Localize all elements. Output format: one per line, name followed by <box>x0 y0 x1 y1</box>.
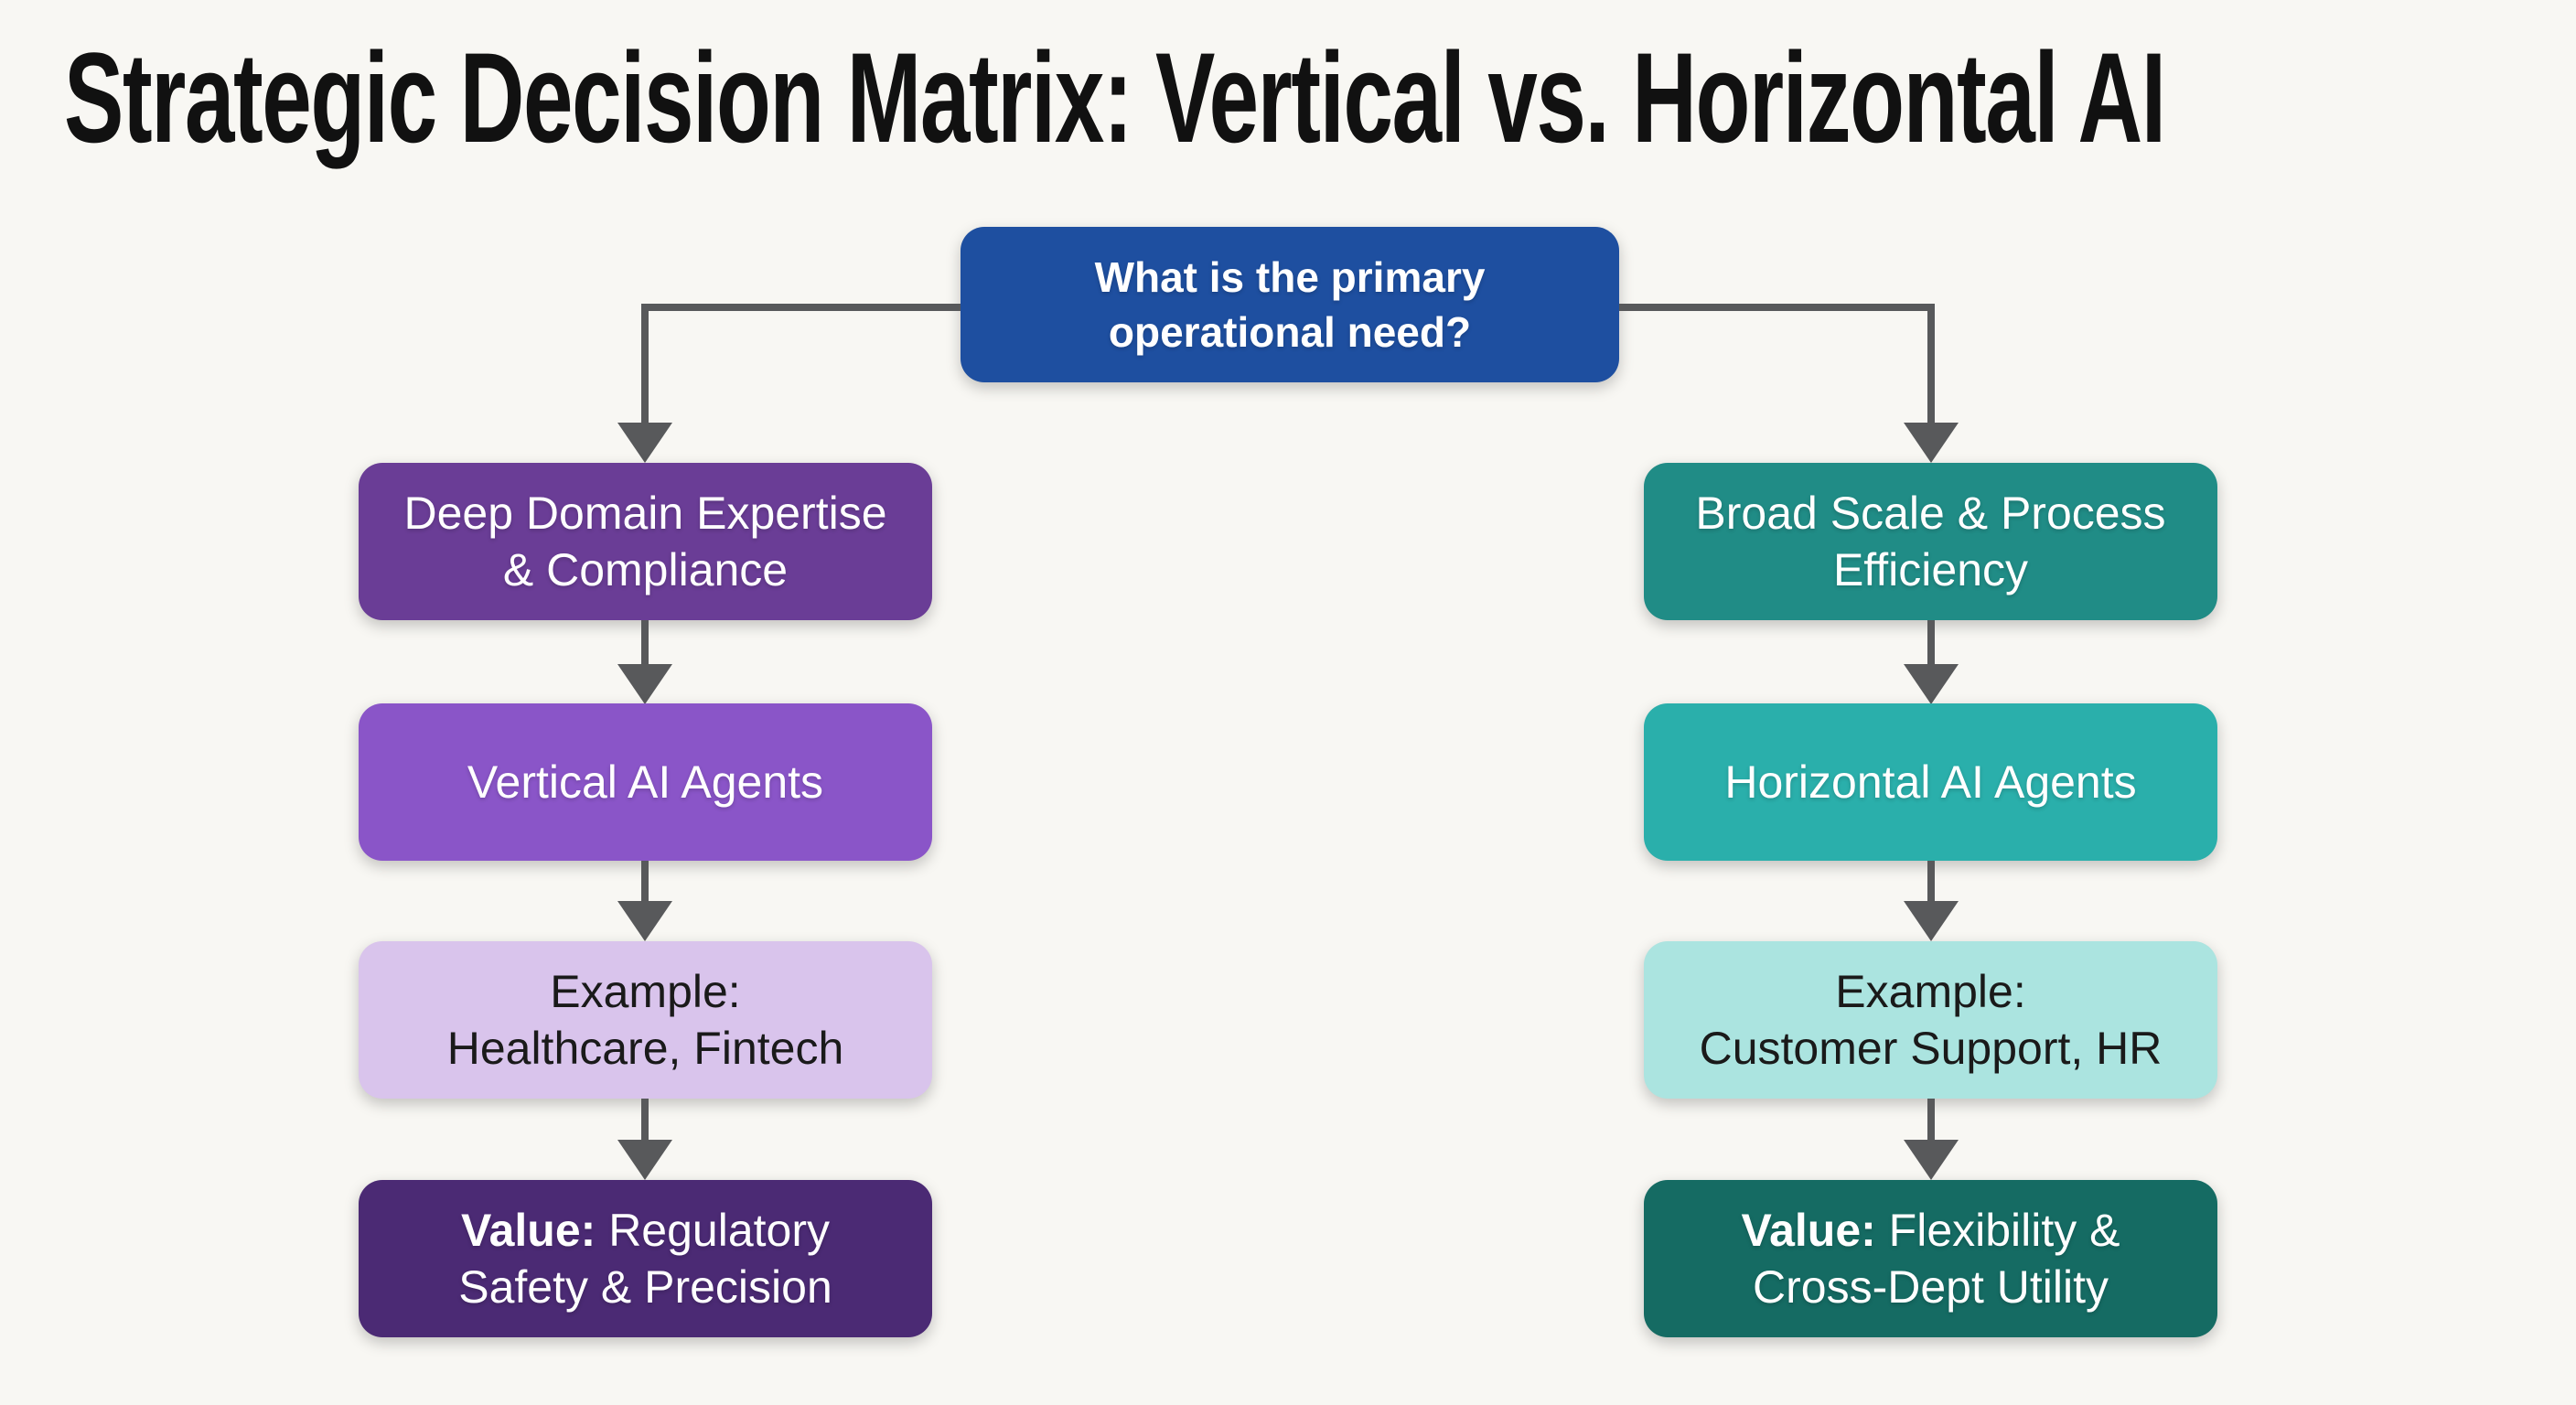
connector-left-2-3 <box>641 861 649 903</box>
arrowhead-left-1-2 <box>617 664 672 704</box>
arrowhead-right-1-2 <box>1904 664 1959 704</box>
connector-root-to-right-horizontal <box>1619 304 1931 311</box>
connector-left-1-2 <box>641 620 649 666</box>
left-agent-node: Vertical AI Agents <box>359 703 932 861</box>
right-example-node: Example: Customer Support, HR <box>1644 941 2217 1099</box>
connector-root-to-left-vertical <box>641 304 649 424</box>
page-title: Strategic Decision Matrix: Vertical vs. … <box>64 26 2166 169</box>
right-value-label: Value: Flexibility & Cross-Dept Utility <box>1741 1205 2120 1313</box>
left-need-node: Deep Domain Expertise & Compliance <box>359 463 932 620</box>
arrowhead-left-3-4 <box>617 1140 672 1180</box>
right-need-node: Broad Scale & Process Efficiency <box>1644 463 2217 620</box>
left-value-node: Value: Regulatory Safety & Precision <box>359 1180 932 1337</box>
right-agent-label: Horizontal AI Agents <box>1724 756 2137 808</box>
arrowhead-right-3-4 <box>1904 1140 1959 1180</box>
arrowhead-right-2-3 <box>1904 901 1959 941</box>
right-need-label: Broad Scale & Process Efficiency <box>1695 488 2166 595</box>
connector-left-3-4 <box>641 1099 649 1141</box>
left-example-node: Example: Healthcare, Fintech <box>359 941 932 1099</box>
arrowhead-right-branch <box>1904 423 1959 463</box>
connector-root-to-left-horizontal <box>645 304 961 311</box>
right-example-label: Example: Customer Support, HR <box>1699 966 2163 1074</box>
right-value-node: Value: Flexibility & Cross-Dept Utility <box>1644 1180 2217 1337</box>
root-question-label: What is the primary operational need? <box>1094 253 1486 356</box>
right-agent-node: Horizontal AI Agents <box>1644 703 2217 861</box>
connector-right-2-3 <box>1927 861 1935 903</box>
left-need-label: Deep Domain Expertise & Compliance <box>403 488 887 595</box>
root-question-node: What is the primary operational need? <box>961 227 1619 382</box>
left-value-label: Value: Regulatory Safety & Precision <box>458 1205 832 1313</box>
connector-root-to-right-vertical <box>1927 304 1935 424</box>
arrowhead-left-branch <box>617 423 672 463</box>
left-agent-label: Vertical AI Agents <box>467 756 824 808</box>
connector-right-3-4 <box>1927 1099 1935 1141</box>
left-example-label: Example: Healthcare, Fintech <box>446 966 844 1074</box>
connector-right-1-2 <box>1927 620 1935 666</box>
arrowhead-left-2-3 <box>617 901 672 941</box>
